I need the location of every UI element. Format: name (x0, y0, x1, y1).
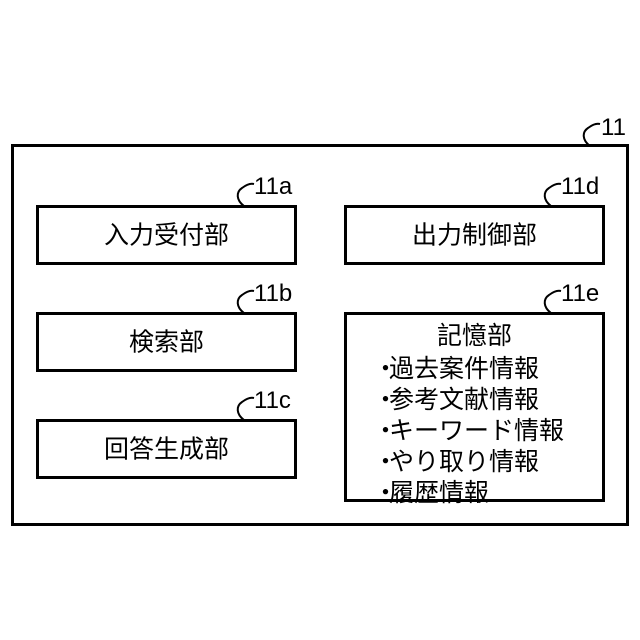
ref-label-11e: 11e (561, 282, 599, 306)
storage-item: ・参考文献情報 (373, 384, 564, 415)
block-storage: 記憶部 ・過去案件情報 ・参考文献情報 ・キーワード情報 ・やり取り情報 ・履歴… (344, 312, 605, 502)
block-search-label: 検索部 (39, 330, 294, 355)
device-ref-label: 11 (601, 116, 626, 140)
storage-item-text: 履歴情報 (389, 478, 489, 507)
storage-item: ・履歴情報 (373, 477, 564, 508)
ref-label-11c: 11c (254, 389, 291, 413)
storage-item-text: キーワード情報 (389, 416, 564, 445)
storage-item: ・キーワード情報 (373, 415, 564, 446)
block-input-reception-label: 入力受付部 (39, 223, 294, 248)
block-storage-label: 記憶部 (347, 323, 602, 348)
ref-label-11d: 11d (561, 175, 599, 199)
bullet-marker: ・ (373, 384, 389, 415)
block-answer-generation: 回答生成部 (36, 419, 297, 479)
storage-item: ・やり取り情報 (373, 446, 564, 477)
block-input-reception: 入力受付部 (36, 205, 297, 265)
storage-item-list: ・過去案件情報 ・参考文献情報 ・キーワード情報 ・やり取り情報 ・履歴情報 (373, 353, 564, 508)
storage-item-text: 参考文献情報 (389, 385, 539, 414)
block-search: 検索部 (36, 312, 297, 372)
storage-item: ・過去案件情報 (373, 353, 564, 384)
ref-label-11a: 11a (254, 175, 292, 199)
storage-item-text: 過去案件情報 (389, 354, 539, 383)
block-output-control-label: 出力制御部 (347, 223, 602, 248)
block-output-control: 出力制御部 (344, 205, 605, 265)
bullet-marker: ・ (373, 353, 389, 384)
bullet-marker: ・ (373, 415, 389, 446)
bullet-marker: ・ (373, 477, 389, 508)
bullet-marker: ・ (373, 446, 389, 477)
block-answer-generation-label: 回答生成部 (39, 437, 294, 462)
ref-label-11b: 11b (254, 282, 292, 306)
storage-item-text: やり取り情報 (389, 447, 539, 476)
